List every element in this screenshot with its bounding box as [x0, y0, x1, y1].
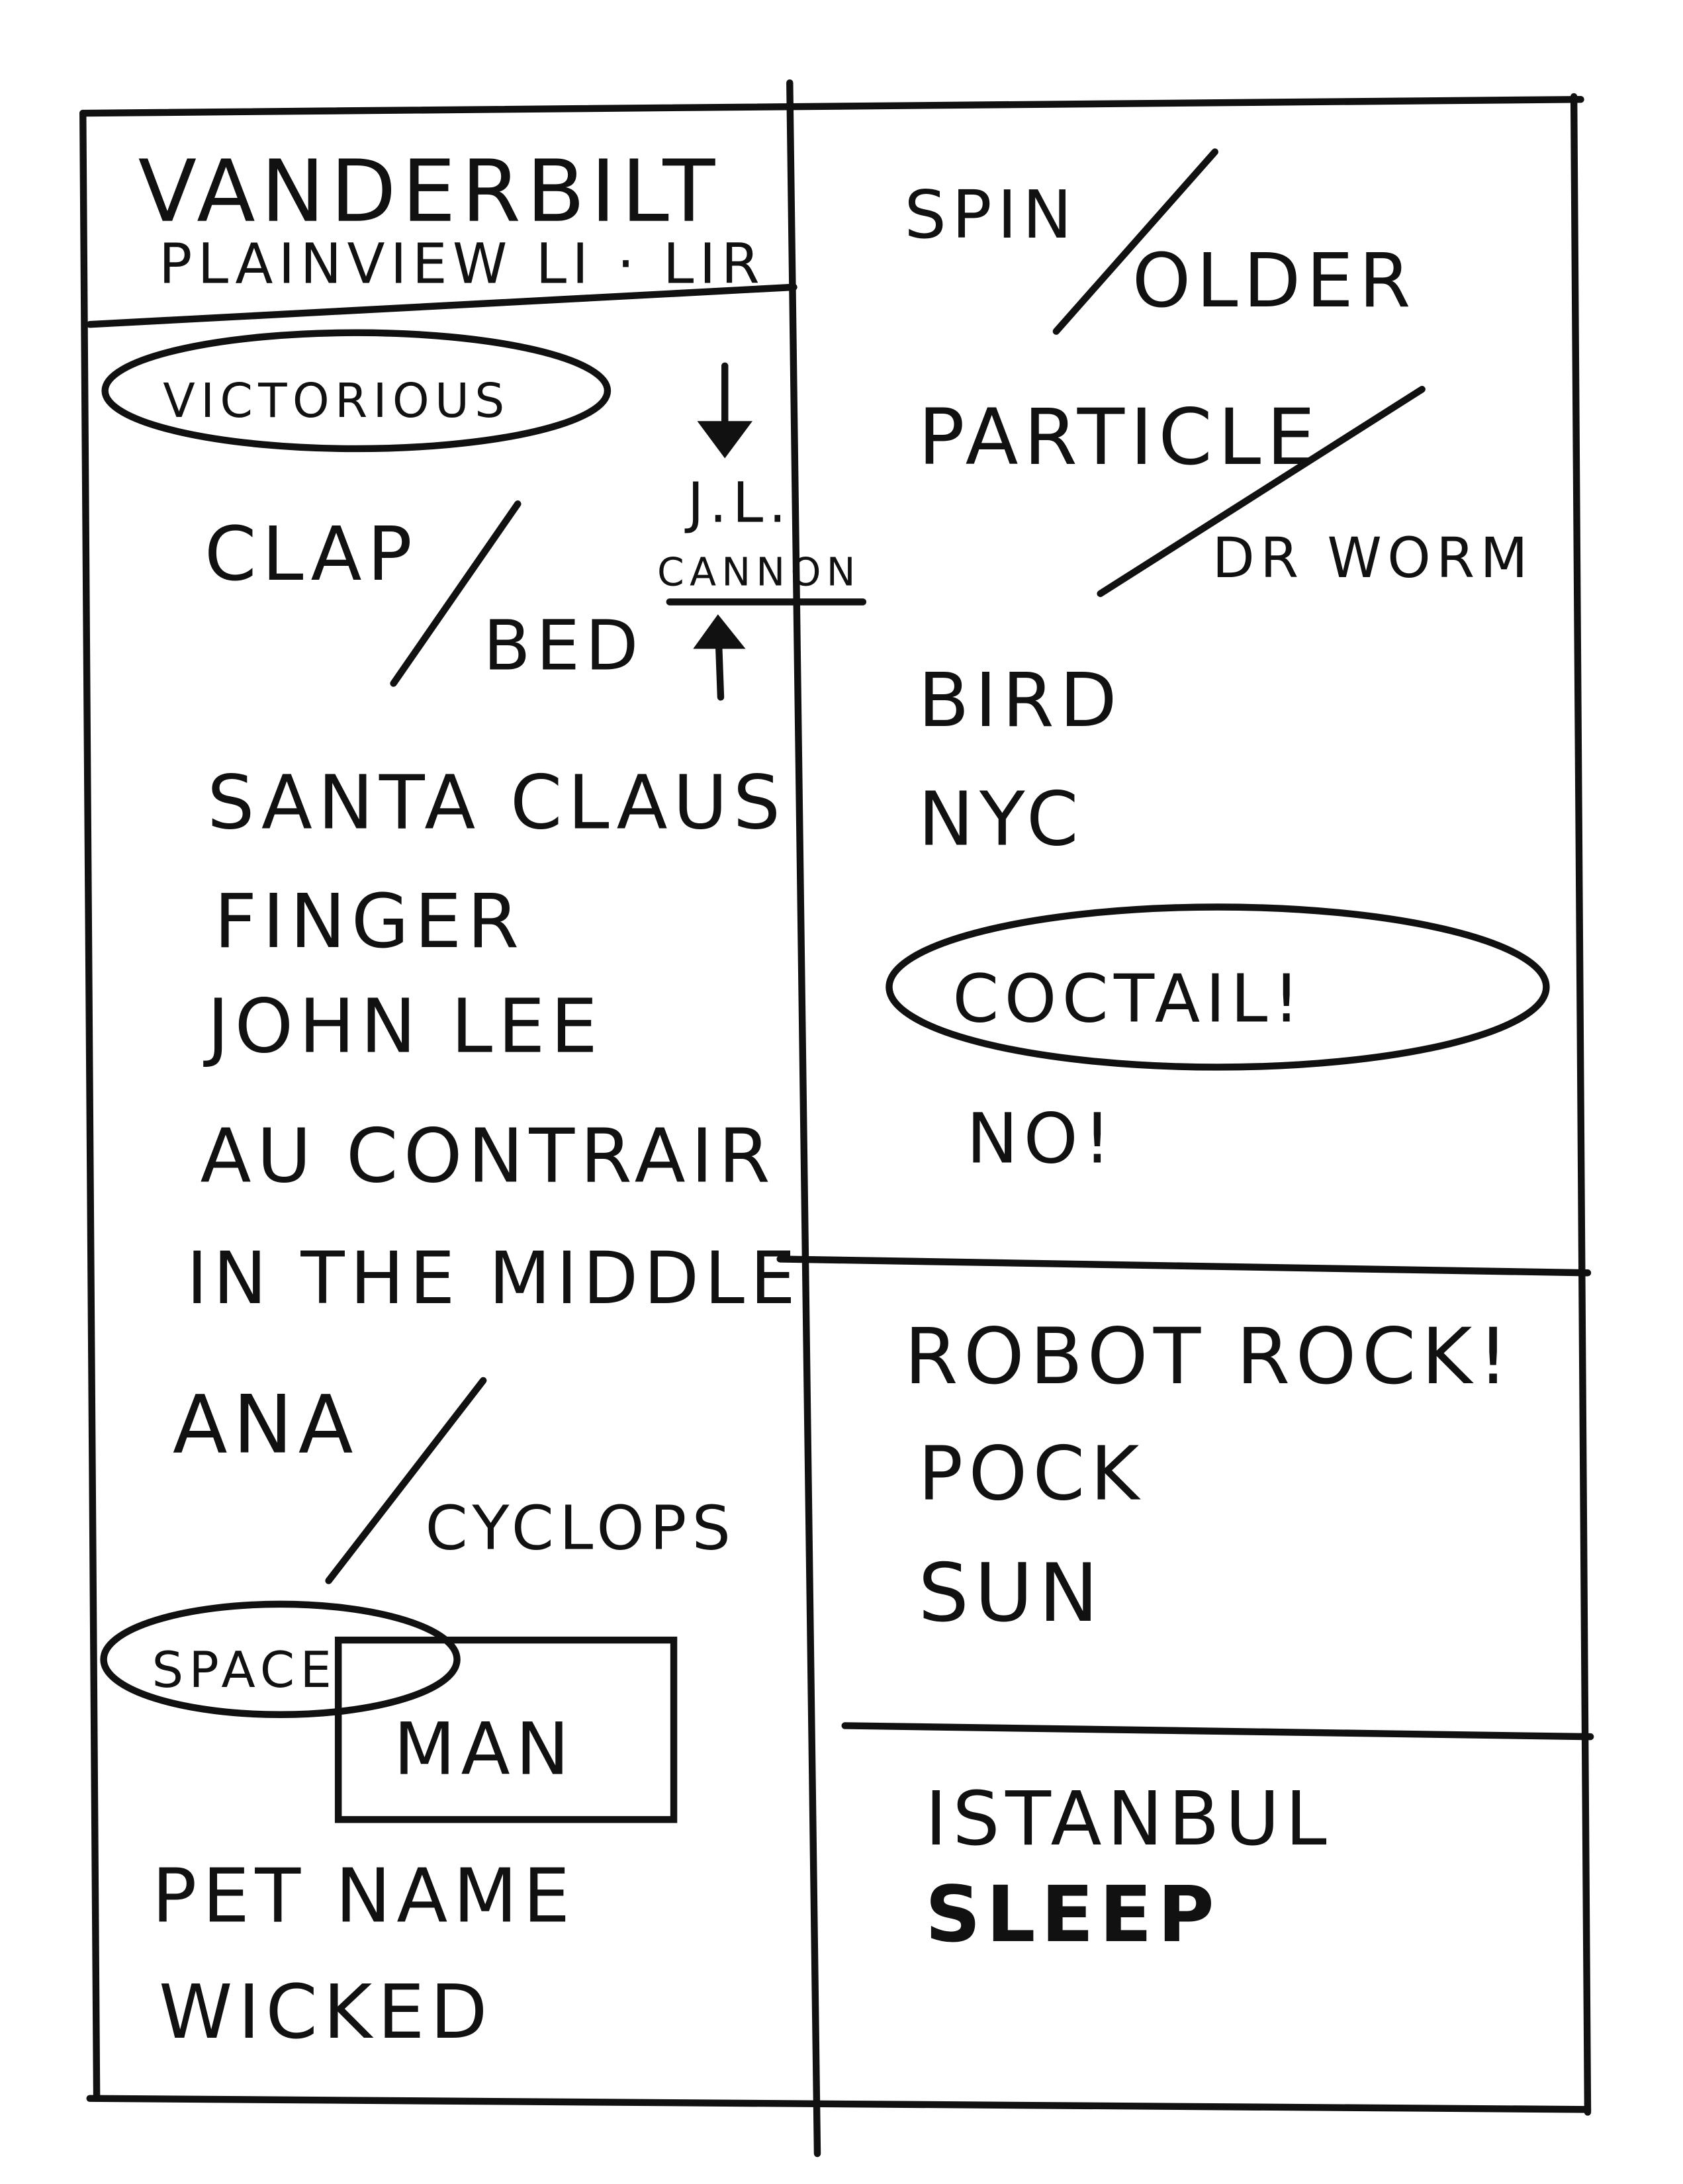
venue-name: VANDERBILT: [138, 142, 721, 242]
song: BIRD: [918, 657, 1122, 744]
song-clap: CLAP: [205, 510, 418, 598]
song: IN THE MIDDLE: [187, 1236, 801, 1320]
song-space: SPACE: [152, 1641, 338, 1699]
song: SANTA CLAUS: [207, 759, 786, 846]
annotation-line1: J.L.: [684, 471, 792, 535]
segue-slash: [1097, 386, 1426, 598]
song-man: MAN: [394, 1707, 575, 1791]
arrow-up-icon: [693, 614, 746, 701]
opener-circle: [101, 329, 612, 453]
song: PET NAME: [152, 1852, 576, 1940]
song: ISTANBUL: [925, 1775, 1332, 1862]
venue-location: PLAINVIEW LI · LIR: [159, 232, 765, 296]
song-ana: ANA: [173, 1378, 359, 1471]
song: WICKED: [159, 1968, 493, 2056]
song-cyclops: CYCLOPS: [426, 1492, 737, 1563]
arrow-down-icon: [697, 362, 752, 459]
segue-slash: [1052, 148, 1218, 335]
note-no: NO!: [966, 1098, 1116, 1179]
song: POCK: [918, 1430, 1144, 1517]
song-spin: SPIN: [904, 176, 1077, 253]
man-box: [334, 1636, 678, 1823]
space-circle: [100, 1600, 461, 1718]
song-older: OLDER: [1132, 237, 1416, 324]
song-bed: BED: [483, 606, 644, 686]
highlight-circle: [886, 903, 1550, 1071]
song: NYC: [918, 776, 1084, 863]
song: AU CONTRAIR: [201, 1113, 776, 1200]
song-highlight: COCTAIL!: [952, 960, 1305, 1038]
song: SUN: [918, 1547, 1104, 1640]
segue-slash: [325, 1377, 487, 1584]
song-dr-worm: DR WORM: [1212, 526, 1533, 590]
song-particle: PARTICLE: [918, 392, 1320, 482]
song-opener: VICTORIOUS: [163, 373, 510, 428]
frame-lines: [79, 79, 1594, 2158]
song: JOHN LEE: [203, 983, 603, 1070]
annotation-line2: CANNON: [657, 549, 861, 594]
song: ROBOT ROCK!: [904, 1312, 1514, 1402]
song: FINGER: [214, 878, 524, 965]
segue-slash: [390, 500, 522, 687]
song: SLEEP: [925, 1870, 1220, 1960]
